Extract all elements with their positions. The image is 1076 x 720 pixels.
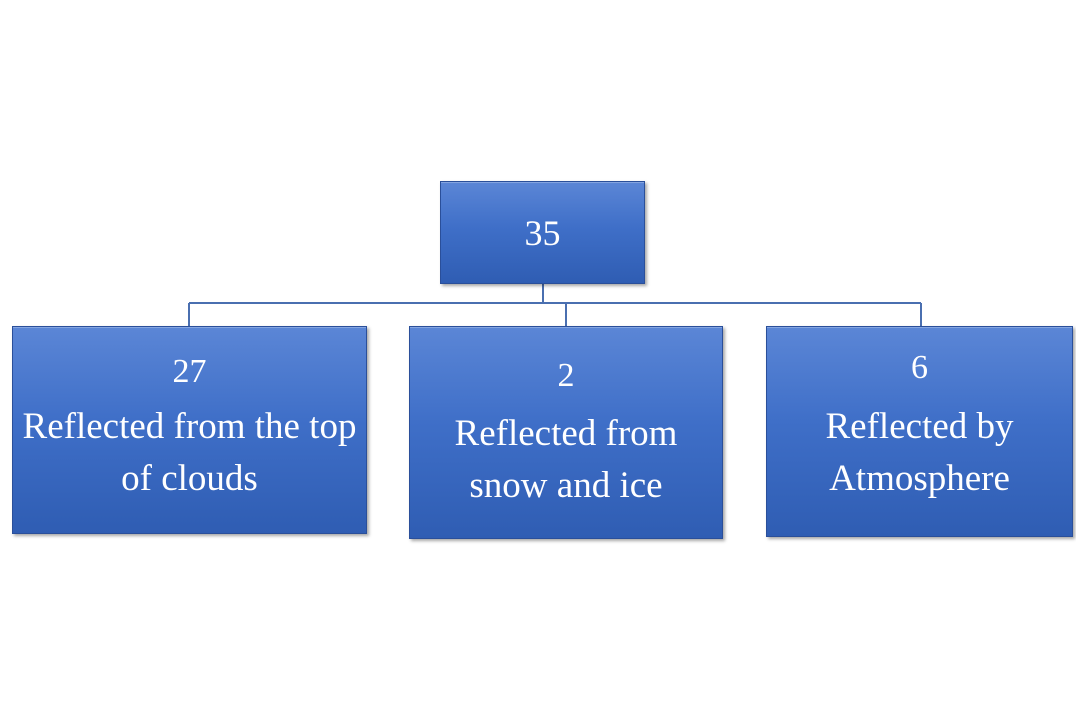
root-node: 35 (440, 181, 645, 284)
root-value: 35 (524, 212, 561, 253)
child-label-snow-ice: Reflected from snow and ice (454, 413, 678, 506)
child-value-clouds: 27 (172, 353, 207, 390)
child-node-snow-ice: 2 Reflected from snow and ice (409, 326, 723, 539)
child-value-atmosphere: 6 (911, 349, 928, 386)
child-node-atmosphere: 6 Reflected by Atmosphere (766, 326, 1073, 537)
child-node-clouds: 27 Reflected from the top of clouds (12, 326, 367, 534)
child-label-clouds: Reflected from the top of clouds (22, 406, 357, 499)
child-label-atmosphere: Reflected by Atmosphere (825, 406, 1014, 499)
child-value-snow-ice: 2 (557, 357, 575, 394)
